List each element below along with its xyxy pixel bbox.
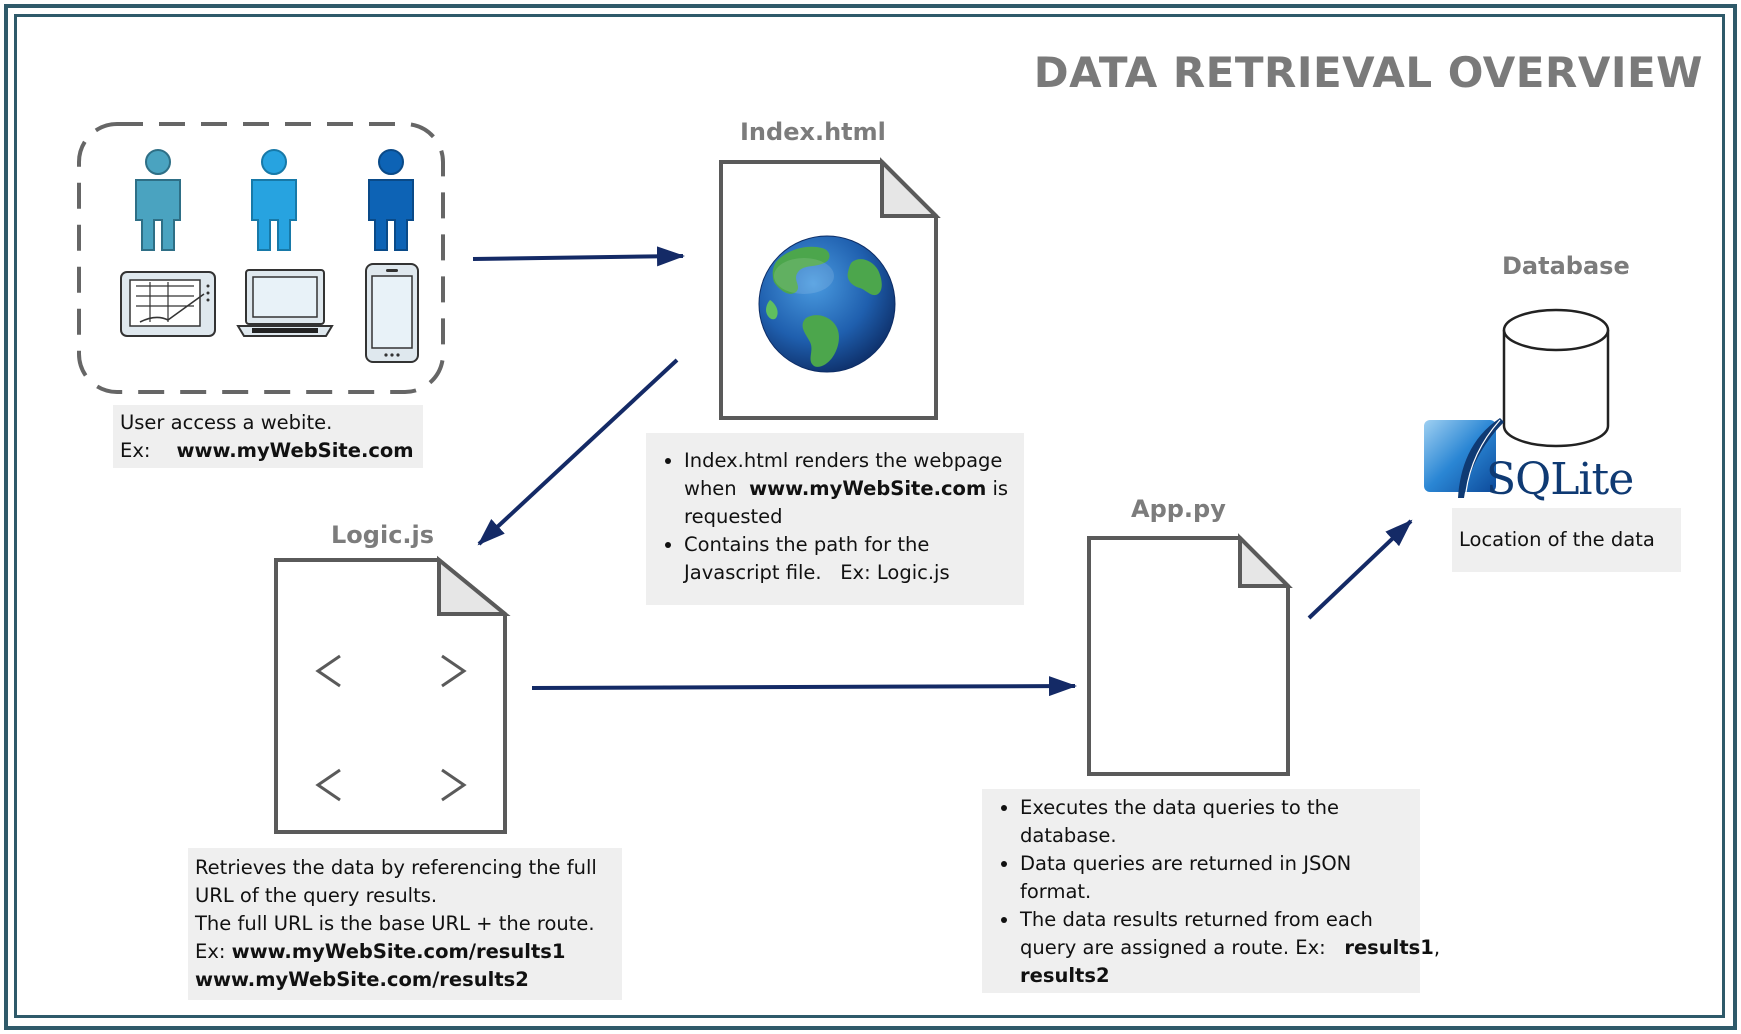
- example-url: www.myWebSite.com: [176, 439, 414, 462]
- users-note-line1: User access a webite.: [120, 411, 333, 434]
- logic-js-label: Logic.js: [331, 521, 435, 549]
- users-note: User access a webite. Ex:www.myWebSite.c…: [113, 405, 423, 468]
- example-url: www.myWebSite.com/results2: [195, 968, 529, 991]
- arrow-logic-to-app: [531, 676, 1077, 697]
- person-icon: [368, 149, 414, 251]
- smartphone-icon: [365, 263, 419, 363]
- person-icon: [135, 149, 181, 251]
- example-url: www.myWebSite.com: [749, 477, 987, 500]
- app-py-label: App.py: [1131, 495, 1226, 523]
- tablet-icon: [120, 271, 216, 337]
- index-html-note: Index.html renders the webpage when www.…: [646, 433, 1024, 605]
- database-label: Database: [1502, 252, 1630, 280]
- arrow-index-to-logic: [477, 358, 679, 546]
- globe-icon: [758, 235, 896, 373]
- sqlite-logo: [1424, 418, 1504, 498]
- arrow-users-to-index: [472, 246, 685, 267]
- index-html-label: Index.html: [740, 118, 886, 146]
- route-name: results1: [1344, 936, 1434, 959]
- app-py-document-icon: [1087, 533, 1293, 776]
- logic-js-document-icon: [274, 555, 511, 834]
- person-icon: [251, 149, 297, 251]
- cylinder-database-icon: [1502, 308, 1610, 448]
- app-note-bullet-3: The data results returned from each quer…: [1020, 906, 1440, 990]
- database-note: Location of the data: [1452, 508, 1681, 572]
- index-note-bullet-1: Index.html renders the webpage when www.…: [684, 447, 1014, 531]
- index-note-bullet-2: Contains the path for the Javascript fil…: [684, 531, 1014, 587]
- users-group-border: [77, 122, 445, 394]
- app-note-bullet-1: Executes the data queries to the databas…: [1020, 794, 1414, 850]
- code-icon: [314, 654, 468, 802]
- app-py-note: Executes the data queries to the databas…: [982, 789, 1440, 993]
- logic-js-note: Retrieves the data by referencing the fu…: [188, 848, 622, 1000]
- arrow-app-to-database: [1307, 519, 1413, 620]
- users-note-example: Ex:www.myWebSite.com: [120, 439, 414, 462]
- inner-frame: [14, 14, 1725, 1018]
- sqlite-logo-text: SQLite: [1486, 454, 1634, 505]
- text-lines-icon: [1131, 599, 1248, 730]
- app-note-bullet-2: Data queries are returned in JSON format…: [1020, 850, 1414, 906]
- page-title: DATA RETRIEVAL OVERVIEW: [1033, 48, 1703, 97]
- laptop-icon: [236, 269, 334, 337]
- outer-frame: [4, 4, 1737, 1030]
- example-url: www.myWebSite.com/results1: [231, 940, 566, 963]
- route-name: results2: [1020, 964, 1110, 987]
